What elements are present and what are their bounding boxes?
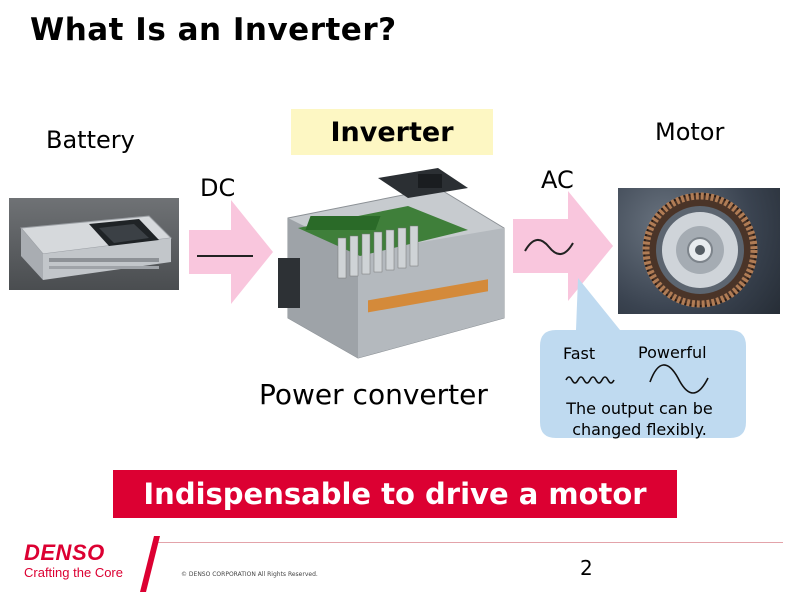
battery-image bbox=[9, 198, 179, 290]
sine-wave-icon bbox=[524, 239, 574, 255]
key-message-banner: Indispensable to drive a motor bbox=[113, 470, 677, 518]
inverter-label: Inverter bbox=[330, 116, 454, 148]
copyright-notice: © DENSO CORPORATION All Rights Reserved. bbox=[181, 571, 318, 578]
callout-bubble bbox=[540, 278, 746, 438]
inverter-image bbox=[268, 168, 512, 376]
callout-powerful-label: Powerful bbox=[638, 343, 707, 362]
banner-text: Indispensable to drive a motor bbox=[143, 477, 647, 511]
callout-fast-label: Fast bbox=[563, 344, 596, 363]
dc-arrow bbox=[189, 200, 273, 304]
powerful-wave-icon bbox=[649, 364, 709, 394]
logo-slash-icon bbox=[140, 536, 160, 592]
inverter-heading: Inverter bbox=[291, 109, 493, 155]
ac-label: AC bbox=[541, 166, 574, 194]
ac-arrow bbox=[513, 191, 613, 301]
denso-logo: DENSO bbox=[24, 540, 105, 565]
dc-label: DC bbox=[200, 174, 236, 202]
callout-output-text: The output can be changed flexibly. bbox=[566, 399, 713, 439]
fast-wave-icon bbox=[565, 376, 615, 384]
page-number: 2 bbox=[580, 556, 593, 580]
page-title: What Is an Inverter? bbox=[30, 12, 397, 48]
battery-label: Battery bbox=[46, 126, 135, 154]
motor-image bbox=[618, 188, 780, 314]
power-converter-label: Power converter bbox=[259, 378, 488, 411]
motor-label: Motor bbox=[655, 118, 725, 146]
footer-divider bbox=[158, 542, 783, 543]
tagline: Crafting the Core bbox=[24, 565, 123, 580]
